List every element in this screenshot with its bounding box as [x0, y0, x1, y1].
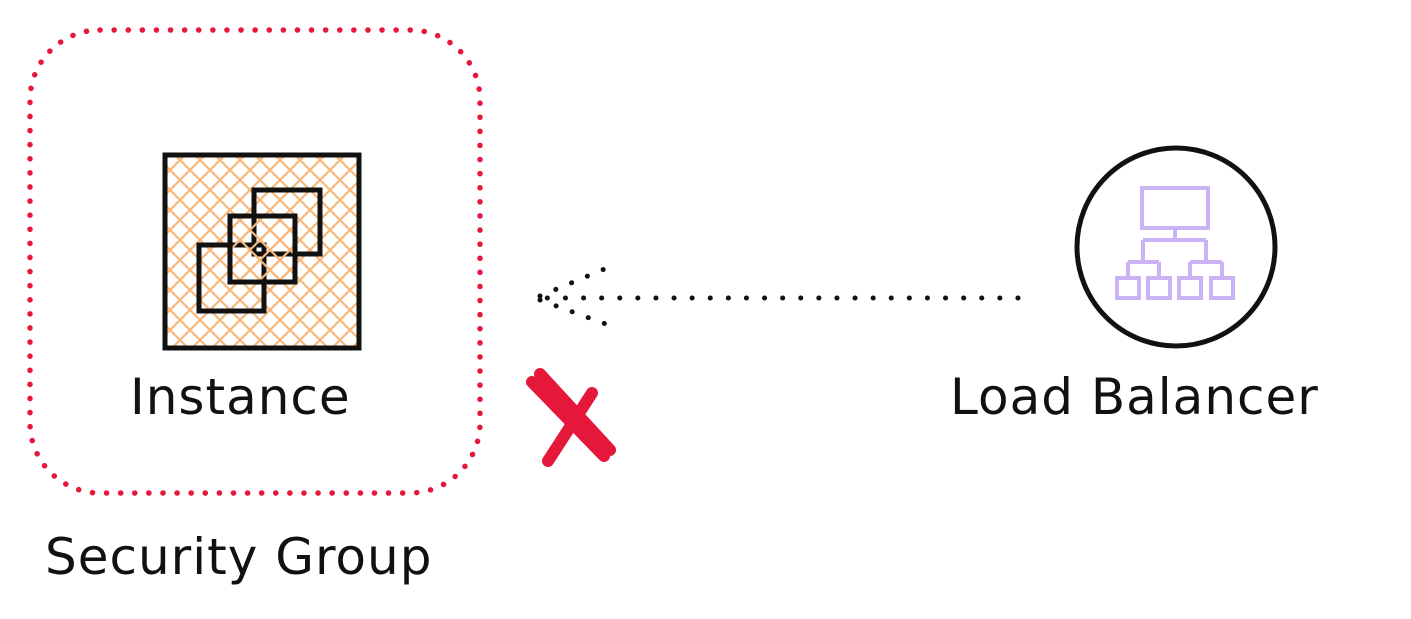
- load-balancer-label: Load Balancer: [950, 368, 1319, 426]
- instance-label: Instance: [130, 368, 351, 426]
- load-balancer-icon: [1074, 145, 1278, 349]
- connection-arrow: [527, 262, 1021, 330]
- security-group-boundary: [27, 27, 483, 496]
- ec2-instance-icon: [162, 152, 362, 351]
- security-group-label: Security Group: [45, 528, 433, 586]
- red-x-icon: [526, 368, 616, 467]
